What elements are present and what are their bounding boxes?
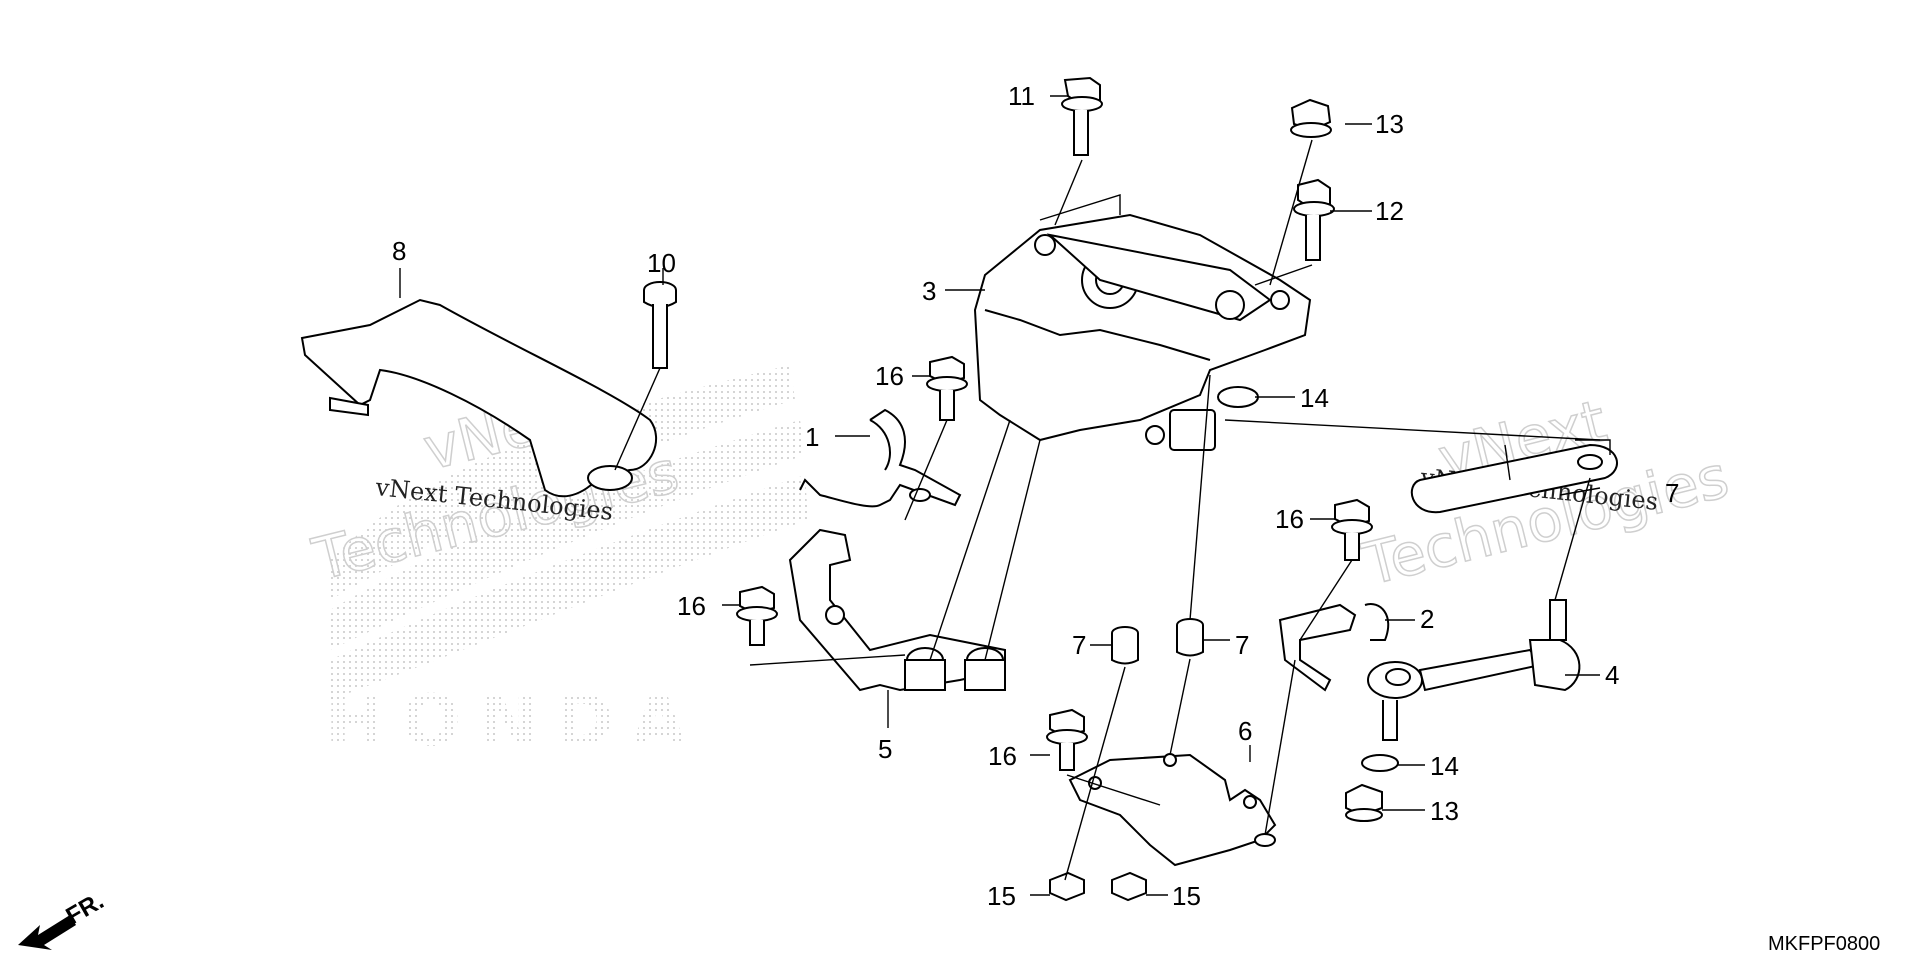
- part-bolt-16-d: [1046, 708, 1088, 771]
- callout-10: 10: [647, 248, 676, 278]
- part-link-plate-8: [1410, 443, 1618, 514]
- callout-2: 2: [1420, 604, 1434, 634]
- part-bolt-16-a: [926, 355, 968, 421]
- leader-lines: [399, 95, 1611, 896]
- callout-14-lower: 14: [1430, 751, 1459, 781]
- part-collar-7-left: [1111, 626, 1139, 665]
- part-screw-10: [643, 281, 677, 369]
- part-bracket-1: [799, 408, 962, 508]
- part-bracket-6: [1068, 753, 1277, 867]
- callout-4: 4: [1605, 660, 1619, 690]
- honda-wing-watermark: [330, 365, 808, 700]
- part-collar-7-right: [1176, 618, 1204, 657]
- callout-15-left: 15: [987, 881, 1016, 911]
- part-bolt-16-b: [736, 585, 778, 646]
- part-bolt-16-c: [1331, 498, 1373, 561]
- callout-labels: 11 13 12 8 10 3 14 16 1 16 16 2 7 4 5 7 …: [392, 81, 1679, 911]
- part-bracket-9: [300, 298, 657, 498]
- callout-5: 5: [878, 734, 892, 764]
- callout-12: 12: [1375, 196, 1404, 226]
- callout-15-right: 15: [1172, 881, 1201, 911]
- callout-14-upper: 14: [1300, 383, 1329, 413]
- callout-16-a: 16: [875, 361, 904, 391]
- part-actuator-3: [973, 213, 1312, 451]
- callout-6: 6: [1238, 716, 1252, 746]
- arrow-left-down-icon: [18, 915, 76, 950]
- part-nut-13-lower: [1345, 783, 1383, 822]
- callout-7-left: 7: [1072, 630, 1086, 660]
- callout-16-d: 16: [988, 741, 1017, 771]
- front-direction-indicator: FR.: [18, 887, 108, 950]
- part-nut-15-right: [1111, 871, 1147, 902]
- part-bolt-11: [1061, 76, 1103, 156]
- part-bracket-5: [788, 528, 1006, 692]
- part-nut-15-left: [1049, 871, 1085, 902]
- part-nut-13-top: [1290, 98, 1332, 138]
- callout-7-right: 7: [1235, 630, 1249, 660]
- callout-16-b: 16: [677, 591, 706, 621]
- callout-1: 1: [805, 422, 819, 452]
- callout-11: 11: [1008, 81, 1035, 111]
- callout-3: 3: [922, 276, 936, 306]
- callout-13-top: 13: [1375, 109, 1404, 139]
- callout-9: 8: [392, 236, 406, 266]
- part-washer-14-upper: [1217, 386, 1259, 408]
- callout-13-lower: 13: [1430, 796, 1459, 826]
- part-bracket-2: [1278, 603, 1390, 692]
- part-washer-14-lower: [1361, 754, 1399, 772]
- callout-8: 7: [1665, 478, 1679, 508]
- part-bolt-12: [1293, 178, 1335, 261]
- part-rod-end-4: [1367, 599, 1581, 741]
- watermark-brand: HONDA: [325, 680, 704, 762]
- callout-16-c: 16: [1275, 504, 1304, 534]
- diagram-code: MKFPF0800: [1768, 933, 1880, 955]
